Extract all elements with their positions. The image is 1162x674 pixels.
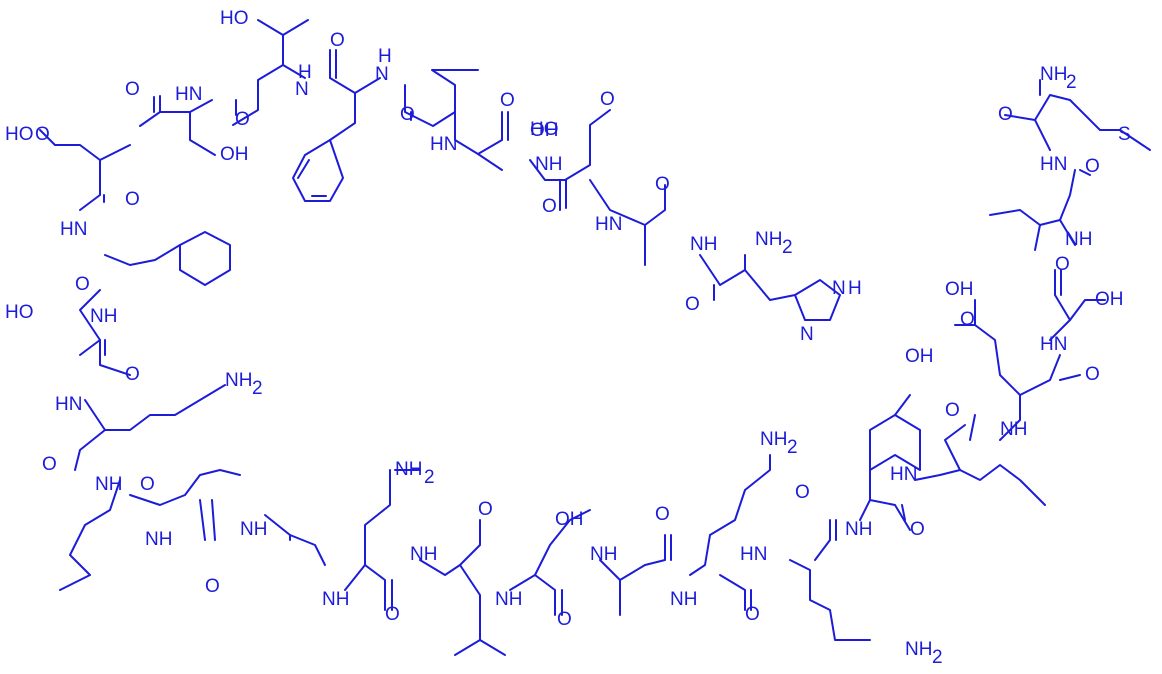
atom-label-top-nh-1: HN [175,84,202,105]
oxygen-label-17: O [478,499,493,520]
atom-label-his-nh: NH [690,234,717,255]
atom-label-ser2-oh: HO [5,302,34,323]
atom-label-top-nh-2: N [295,79,309,100]
atom-label-val-nh-h: H [378,46,392,67]
atom-label-lys2-nh: NH [670,589,697,610]
atom-label-glu-nh: NH [1000,419,1027,440]
atom-label-lys1-nh: HN [55,394,82,415]
atom-label-gly2-nh: NH [535,154,562,175]
atom-label-phe2-nh: HN [60,219,87,240]
oxygen-label-13: O [542,196,557,217]
oxygen-label-4: O [75,274,90,295]
atom-label-lys1-amine: NH [225,370,252,391]
oxygen-label-1: O [235,109,250,130]
atom-label-glu-acid: OH [945,279,974,300]
oxygen-label-12: O [600,89,615,110]
atom-label-tyr-oh: OH [905,346,934,367]
oxygen-label-9: O [330,30,345,51]
atom-label-his-amine: NH [755,229,782,250]
atom-label-ala-nh: HN [595,214,622,235]
oxygen-label-3: O [125,189,140,210]
oxygen-label-0: O [125,79,140,100]
atom-label-asp2-acid: HO [530,119,559,140]
oxygen-label-21: O [795,482,810,503]
atom-label-ser4-nh: HN [1040,334,1067,355]
atom-label-leu1-nh: NH [95,474,122,495]
oxygen-label-22: O [910,519,925,540]
atom-label-lys2-amine: NH [760,429,787,450]
atom-label-ser-oh-top: OH [220,144,249,165]
atom-label-gln-amide: NH [395,459,422,480]
atom-label-gln-nh: NH [322,589,349,610]
atom-label-leu4-nh: HN [890,464,917,485]
oxygen-label-8: O [205,576,220,597]
atom-label-asp1-acid: OH [530,120,559,141]
oxygen-label-27: O [998,104,1013,125]
atom-label-leu5-nh: NH [1065,229,1092,250]
oxygen-label-11: O [500,90,515,111]
oxygen-label-23: O [945,400,960,421]
atom-label-ser4-oh: OH [1095,289,1124,310]
atom-label-imid-n: N [800,324,814,345]
atom-label-tyr-nh: NH [845,519,872,540]
atom-label-val-nh: N [375,64,389,85]
oxygen-label-20: O [745,604,760,625]
oxygen-label-28: O [960,309,975,330]
atom-label-met-nh: HN [1040,154,1067,175]
atom-label-imid-nh: N [832,278,846,299]
atom-label-leu2-nh: NH [145,529,172,550]
atom-label-imid-h: H [848,278,862,299]
oxygen-label-16: O [385,604,400,625]
atom-label-lys2-amine-sub: 2 [787,437,798,458]
oxygen-label-19: O [655,504,670,525]
oxygen-label-7: O [140,474,155,495]
atom-label-lys3-amine: NH [905,639,932,660]
oxygen-label-26: O [1085,156,1100,177]
atom-label-top-nh-2b: H [298,62,312,83]
atom-label-ala2-nh: NH [590,544,617,565]
oxygen-label-18: O [557,609,572,630]
oxygen-label-15: O [685,294,700,315]
atom-label-met-amide-sub: 2 [1066,72,1077,93]
atom-label-leu3-nh: NH [410,544,437,565]
atom-label-gly-nh: HN [430,134,457,155]
atom-label-his-amine-sub: 2 [782,237,793,258]
oxygen-label-5: O [125,364,140,385]
atom-label-ser2-nh: NH [90,306,117,327]
atom-label-met-s: S [1118,124,1131,145]
bond-lines [39,19,1151,656]
oxygen-label-25: O [1055,254,1070,275]
oxygen-label-10: O [400,104,415,125]
atom-label-lys3-amine-sub: 2 [932,647,943,668]
oxygen-label-2: O [35,124,50,145]
atom-label-lys1-amine-sub: 2 [252,378,263,399]
atom-label-lys3-nh: HN [740,544,767,565]
atom-label-ser3-oh: OH [555,509,584,530]
atom-label-gly3-nh: NH [240,519,267,540]
oxygen-label-14: O [655,174,670,195]
atom-label-met-amide: NH [1040,64,1067,85]
oxygen-label-24: O [1085,364,1100,385]
atom-label-gln-amide-sub: 2 [424,467,435,488]
atom-label-thr-oh: HO [220,8,249,29]
atom-label-asp1-ho: HO [5,124,34,145]
atom-label-ser3-nh: NH [495,589,522,610]
oxygen-label-6: O [42,454,57,475]
